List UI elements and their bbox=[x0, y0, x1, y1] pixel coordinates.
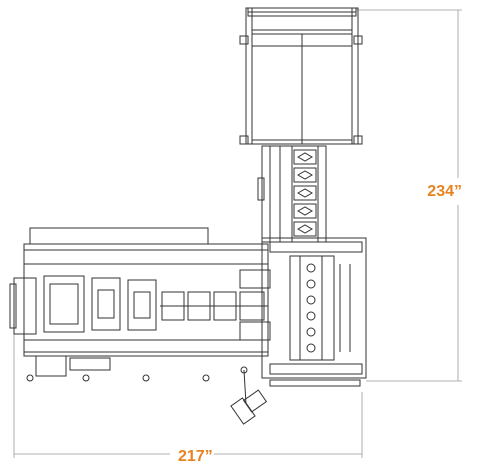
width-dimension-label: 217” bbox=[178, 448, 213, 465]
top-guard bbox=[29, 227, 209, 245]
left-motor-housing bbox=[13, 277, 37, 335]
drive-modules bbox=[43, 269, 271, 341]
height-dimension-label: 234” bbox=[427, 183, 462, 200]
chute-rollers bbox=[293, 149, 317, 237]
dimension-lines bbox=[13, 9, 462, 458]
discharge-section bbox=[261, 237, 367, 387]
infeed-conveyor bbox=[239, 7, 363, 243]
control-arm bbox=[230, 366, 268, 425]
discharge-rollers bbox=[306, 263, 316, 353]
main-machine-body bbox=[9, 227, 271, 382]
